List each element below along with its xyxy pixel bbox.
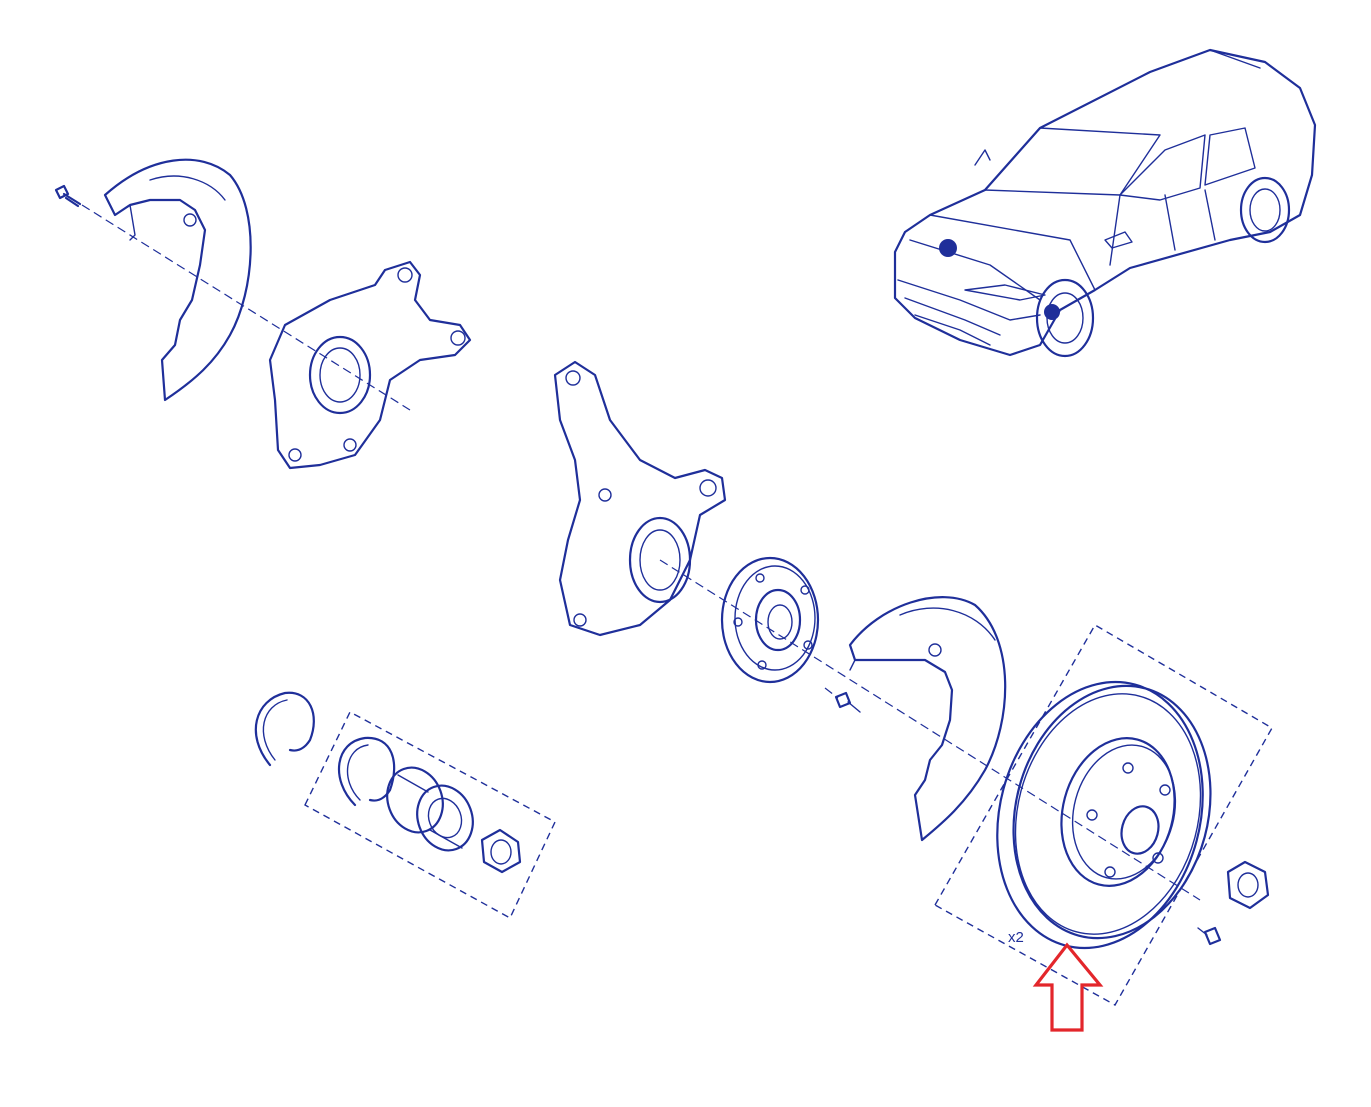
screw-upper-left [54, 184, 82, 208]
circlip-kit [337, 736, 396, 807]
screw-center [824, 687, 861, 713]
car-illustration [893, 48, 1317, 358]
steering-knuckle-center [553, 360, 727, 637]
brake-disc-frame [934, 624, 1273, 1006]
wheel-bearing [386, 766, 474, 852]
highlight-arrow [1032, 942, 1104, 1032]
splash-shield-upper [103, 158, 252, 402]
hub-nut-right [1226, 860, 1270, 910]
hub-nut-kit [480, 828, 522, 874]
quantity-label: x2 [1008, 929, 1024, 946]
wheel-hub [720, 556, 820, 684]
splash-shield-lower [848, 596, 1007, 842]
assembly-axis-lower [659, 559, 1201, 901]
steering-knuckle-upper [268, 260, 472, 470]
assembly-axis-upper [81, 204, 411, 411]
bearing-kit-frame [304, 711, 556, 919]
brake-disc [996, 680, 1212, 950]
circlip-single [254, 691, 315, 767]
screw-lower-right [1197, 926, 1222, 946]
